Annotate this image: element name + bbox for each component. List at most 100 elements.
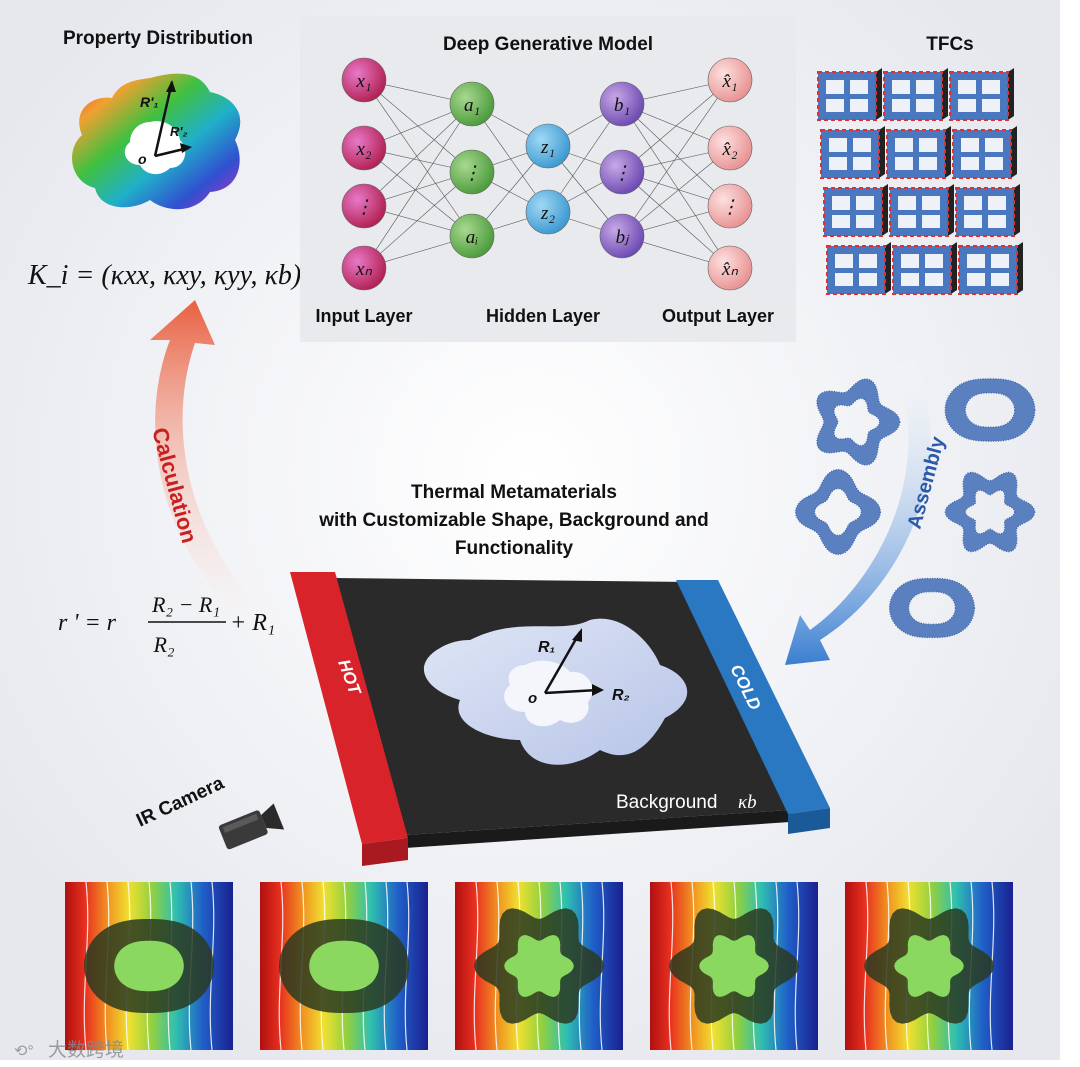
thermal-panel xyxy=(65,881,233,1051)
input-layer-label: Input Layer xyxy=(315,306,412,326)
network-edge xyxy=(363,103,473,207)
assembly-shape xyxy=(944,471,1036,553)
output-node xyxy=(707,57,753,103)
output-node-label: x̂₂ xyxy=(721,139,737,160)
thermal-panel xyxy=(650,881,818,1051)
tfc-cell xyxy=(958,242,1023,295)
center-title: Thermal Metamaterials with Customizable … xyxy=(318,482,709,559)
plate-r2-label: R₂ xyxy=(612,687,630,704)
thermal-protected-region xyxy=(504,935,574,997)
tfc-cell xyxy=(949,68,1014,121)
tfc-cell xyxy=(817,68,882,121)
network-panel: Deep Generative Model x₁x₂⋮xₙa₁⋮aᵢz₁z₂b₁… xyxy=(300,16,796,342)
latent-node-label: z₁ xyxy=(540,137,555,158)
input-node xyxy=(341,57,387,103)
assembly-arrow xyxy=(785,360,931,665)
hidden-b-node-label: ⋮ xyxy=(613,163,632,184)
cold-bar xyxy=(676,580,830,814)
cold-bar-side xyxy=(788,808,830,834)
assembly-shape xyxy=(816,378,901,466)
assembly-shape xyxy=(888,577,976,639)
hidden-layer-label: Hidden Layer xyxy=(486,306,600,326)
hot-bar-side xyxy=(362,838,408,866)
thermal-panel xyxy=(455,881,623,1051)
plate-front-edge xyxy=(405,810,790,848)
thermal-protected-region xyxy=(309,940,379,992)
property-origin-label: o xyxy=(138,151,147,167)
tfc-title: TFCs xyxy=(926,34,974,55)
formula-tail: + R₁ xyxy=(230,610,275,636)
property-tensor-formula: K_i = (κxx, κxy, κyy, κb) xyxy=(27,260,301,291)
formula-denominator: R₂ xyxy=(152,632,174,657)
input-node-label: x₂ xyxy=(355,139,371,160)
property-r1-arrow xyxy=(153,81,174,157)
tfc-panel: TFCs xyxy=(817,34,1023,295)
watermark: ⟲° 大数跨境 xyxy=(14,1039,124,1061)
thermal-protected-region xyxy=(114,940,184,992)
thermal-panel xyxy=(845,881,1013,1051)
formula-numerator: R₂ − R₁ xyxy=(151,592,220,617)
hidden-b-node xyxy=(599,81,645,127)
hidden-a-node-label: ⋮ xyxy=(463,163,482,184)
assembly-shape xyxy=(944,378,1036,442)
assembly-shapes xyxy=(794,378,1036,639)
network-edge xyxy=(621,147,731,237)
network-edge xyxy=(363,79,473,237)
network-edge xyxy=(363,103,473,269)
thermal-protected-region xyxy=(894,935,964,997)
tfc-cell xyxy=(889,184,954,237)
tfc-grid xyxy=(817,68,1023,295)
hot-bar xyxy=(290,572,408,844)
tfc-cell xyxy=(883,68,948,121)
tfc-cell xyxy=(820,126,885,179)
network-edge xyxy=(363,171,473,269)
formula-lhs: r ' = r xyxy=(58,610,117,636)
assembly-shape xyxy=(794,468,882,556)
property-r1-arrowhead xyxy=(166,80,176,92)
plate-r2-arrowhead xyxy=(592,684,604,696)
output-node xyxy=(707,245,753,291)
tfc-cell xyxy=(826,242,891,295)
tfc-cell xyxy=(892,242,957,295)
output-node-label: x̂₁ xyxy=(721,71,737,92)
tfc-cell xyxy=(952,126,1017,179)
property-r2-label: R'₂ xyxy=(170,124,187,139)
output-node-label: x̂ₙ xyxy=(721,259,738,280)
network-edge xyxy=(363,147,473,237)
radius-mapping-formula: r ' = r R₂ − R₁ R₂ + R₁ xyxy=(58,592,275,657)
plate-origin-label: o xyxy=(528,690,537,707)
network-edge xyxy=(621,171,731,269)
input-node xyxy=(341,245,387,291)
hidden-b-node-label: bⱼ xyxy=(616,227,631,248)
plate-r2-arrow xyxy=(544,688,599,695)
thermal-panels xyxy=(65,881,1013,1051)
hidden-a-node-label: a₁ xyxy=(464,95,480,116)
camera-icon xyxy=(218,803,285,850)
network-edge xyxy=(621,103,731,269)
tfc-cell xyxy=(823,184,888,237)
network-edge xyxy=(621,103,731,207)
watermark-logo-icon: ⟲° xyxy=(14,1043,34,1060)
output-node-label: ⋮ xyxy=(721,197,740,218)
latent-node xyxy=(525,123,571,169)
center-title-line-3: Functionality xyxy=(455,538,574,559)
calculation-arrow xyxy=(150,300,280,640)
property-distribution-panel: Property Distribution R'₁ R'₂ o K_i = (κ… xyxy=(27,28,301,291)
input-node-label: ⋮ xyxy=(355,197,374,218)
tfc-cell xyxy=(886,126,951,179)
network-title: Deep Generative Model xyxy=(443,34,653,55)
thermal-protected-region xyxy=(699,935,769,997)
hidden-a-node-label: aᵢ xyxy=(466,227,479,248)
center-title-line-2: with Customizable Shape, Background and xyxy=(318,510,709,531)
network-edge xyxy=(621,79,731,237)
hidden-b-node xyxy=(599,149,645,195)
property-r1-label: R'₁ xyxy=(140,94,158,110)
thermal-panel xyxy=(260,881,428,1051)
hidden-a-node xyxy=(449,81,495,127)
hidden-b-node xyxy=(599,213,645,259)
hidden-a-node xyxy=(449,149,495,195)
watermark-text: 大数跨境 xyxy=(48,1039,124,1061)
hidden-b-node-label: b₁ xyxy=(614,95,630,116)
